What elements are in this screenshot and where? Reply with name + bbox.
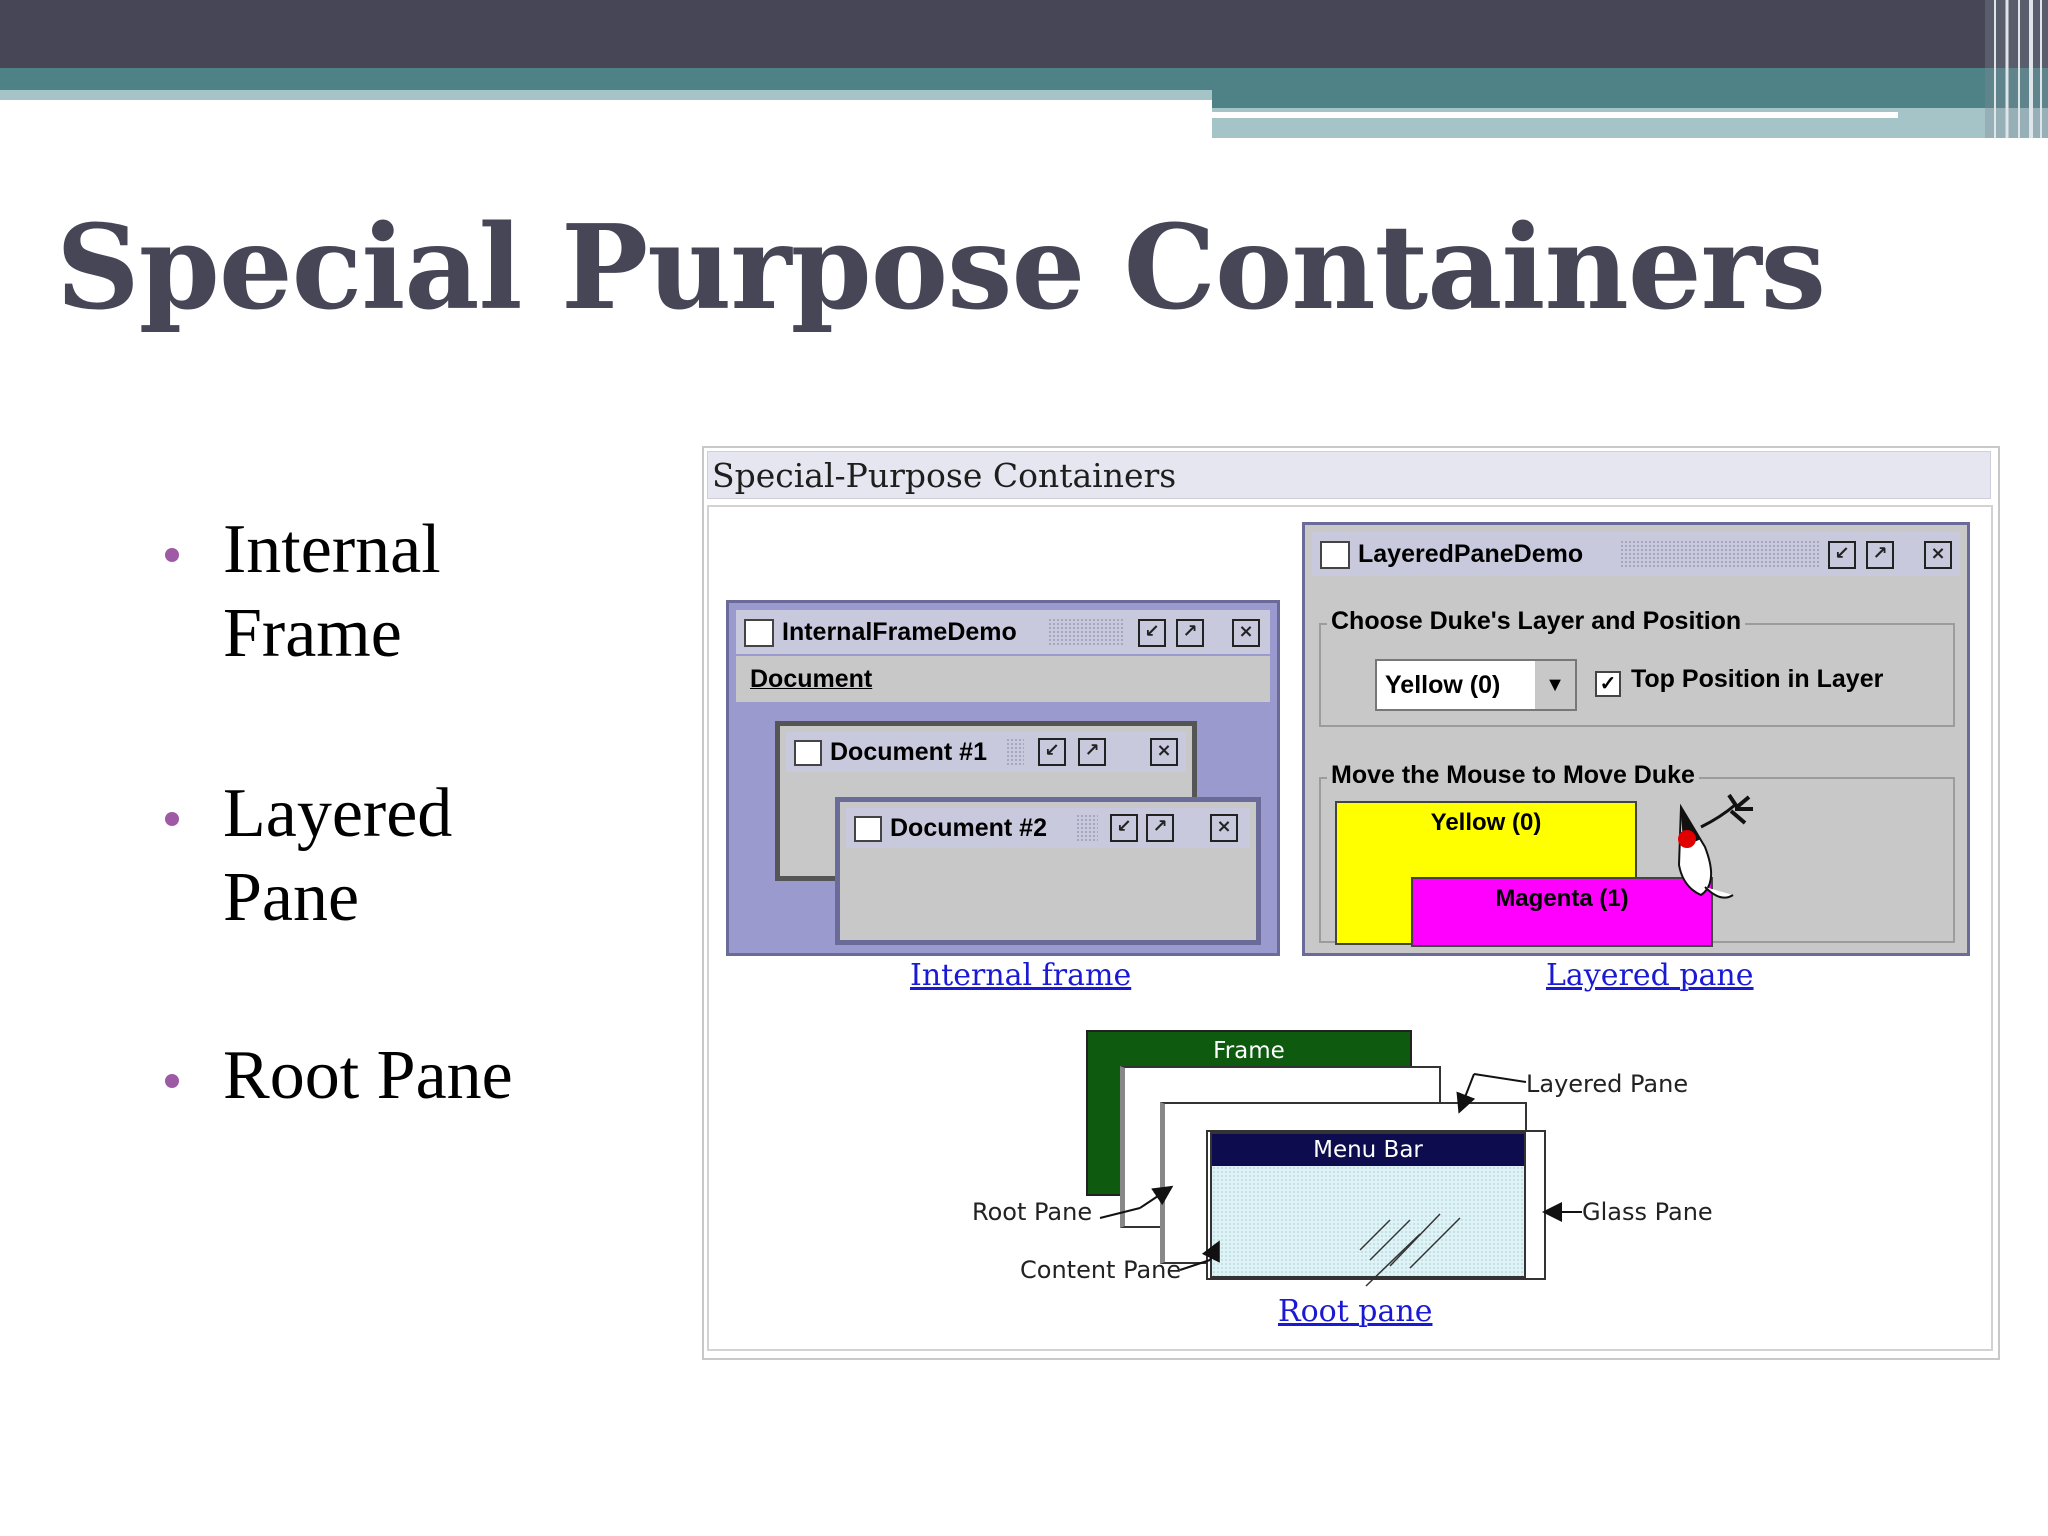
close-icon[interactable]: × bbox=[1924, 541, 1952, 569]
minimize-icon[interactable]: ↙ bbox=[1828, 541, 1856, 569]
glass-reflection-lines bbox=[1359, 1213, 1461, 1287]
maximize-icon[interactable]: ↗ bbox=[1866, 541, 1894, 569]
bullet-dot bbox=[165, 1074, 179, 1088]
minimize-icon[interactable]: ↙ bbox=[1038, 738, 1066, 766]
window-icon bbox=[794, 740, 822, 766]
bullet-text-line: Root Pane bbox=[223, 1037, 513, 1114]
layered-pane-demo-window: LayeredPaneDemo ↙ ↗ × Choose Duke's Laye… bbox=[1302, 522, 1970, 956]
content-pane-layer: Menu Bar bbox=[1210, 1132, 1526, 1278]
slide-title: Special Purpose Containers bbox=[56, 200, 1826, 336]
figure-caption: Special-Purpose Containers bbox=[712, 456, 1177, 495]
close-icon[interactable]: × bbox=[1232, 619, 1260, 647]
group-label: Move the Mouse to Move Duke bbox=[1327, 761, 1699, 790]
titlebar-grip bbox=[1006, 738, 1024, 766]
document-2-frame: Document #2 ↙ ↗ × bbox=[835, 797, 1261, 945]
window-icon bbox=[744, 619, 774, 647]
layered-pane-demo-titlebar[interactable]: LayeredPaneDemo ↙ ↗ × bbox=[1312, 532, 1960, 576]
banner-corner-lines bbox=[1985, 0, 2048, 138]
bullet-text-line: Pane bbox=[223, 859, 360, 936]
arrow-icon bbox=[1099, 1073, 1582, 1271]
close-icon[interactable]: × bbox=[1210, 814, 1238, 842]
figure-caption-bar bbox=[707, 451, 1991, 499]
frame-label: Frame bbox=[1213, 1038, 1285, 1064]
duke-mascot-icon[interactable] bbox=[1661, 787, 1771, 907]
magenta-layer-label: Magenta (1) bbox=[1495, 885, 1629, 912]
titlebar-grip bbox=[1048, 618, 1124, 646]
minimize-icon[interactable]: ↙ bbox=[1138, 619, 1166, 647]
titlebar-grip bbox=[1076, 814, 1098, 842]
window-icon bbox=[1320, 541, 1350, 569]
banner-dark-band bbox=[0, 0, 2048, 68]
minimize-icon[interactable]: ↙ bbox=[1110, 814, 1138, 842]
internal-frame-demo-titlebar[interactable]: InternalFrameDemo ↙ ↗ × bbox=[736, 610, 1270, 654]
root-pane-link[interactable]: Root pane bbox=[1278, 1294, 1433, 1329]
banner-light-band bbox=[0, 90, 1212, 100]
bullet-text-line: Internal bbox=[223, 511, 441, 588]
banner-white-line bbox=[1212, 112, 1898, 118]
window-icon bbox=[854, 816, 882, 842]
root-pane-label: Root Pane bbox=[972, 1198, 1093, 1226]
banner-teal-band bbox=[0, 68, 1212, 90]
menu-document[interactable]: Document bbox=[750, 665, 873, 693]
document-1-titlebar[interactable]: Document #1 ↙ ↗ × bbox=[786, 732, 1186, 772]
menu-bar: Document bbox=[736, 656, 1270, 702]
document-2-title: Document #2 bbox=[890, 814, 1047, 842]
close-icon[interactable]: × bbox=[1150, 738, 1178, 766]
internal-frame-demo-window: InternalFrameDemo ↙ ↗ × Document Documen… bbox=[726, 600, 1280, 956]
yellow-layer-label: Yellow (0) bbox=[1430, 809, 1542, 836]
window-title: LayeredPaneDemo bbox=[1358, 540, 1584, 568]
document-2-titlebar[interactable]: Document #2 ↙ ↗ × bbox=[846, 808, 1250, 848]
bullet-text-line: Layered bbox=[223, 775, 453, 852]
maximize-icon[interactable]: ↗ bbox=[1146, 814, 1174, 842]
banner-teal-band-right bbox=[1212, 68, 2048, 108]
content-pane-label: Content Pane bbox=[1020, 1256, 1182, 1284]
checkbox-label: Top Position in Layer bbox=[1631, 665, 1884, 693]
menubar-label: Menu Bar bbox=[1212, 1134, 1524, 1166]
bullet-dot bbox=[165, 812, 179, 826]
maximize-icon[interactable]: ↗ bbox=[1176, 619, 1204, 647]
titlebar-grip bbox=[1620, 540, 1820, 568]
layer-combo-box[interactable]: Yellow (0) ▼ bbox=[1375, 659, 1577, 711]
bullet-text-line: Frame bbox=[223, 595, 402, 672]
document-1-title: Document #1 bbox=[830, 738, 987, 766]
magenta-layer[interactable]: Magenta (1) bbox=[1411, 877, 1713, 947]
internal-frame-link[interactable]: Internal frame bbox=[910, 958, 1132, 993]
window-title: InternalFrameDemo bbox=[782, 618, 1017, 646]
combo-value: Yellow (0) bbox=[1385, 671, 1501, 699]
checkbox-icon[interactable]: ✓ bbox=[1595, 671, 1621, 697]
bullet-dot bbox=[165, 548, 179, 562]
maximize-icon[interactable]: ↗ bbox=[1078, 738, 1106, 766]
layered-pane-label: Layered Pane bbox=[1526, 1070, 1689, 1098]
glass-pane-label: Glass Pane bbox=[1582, 1198, 1713, 1226]
combo-arrow-icon[interactable]: ▼ bbox=[1535, 661, 1575, 709]
layered-pane-link[interactable]: Layered pane bbox=[1546, 958, 1754, 993]
group-label: Choose Duke's Layer and Position bbox=[1327, 607, 1746, 636]
